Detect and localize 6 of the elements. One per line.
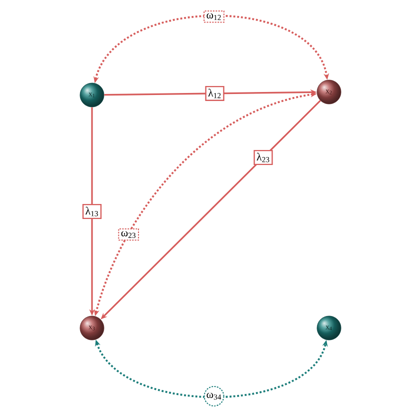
edge-label: ω$_{12}$ [204, 10, 224, 23]
edge-label: ω$_{34}$ [204, 386, 224, 406]
edge-label: ω$_{23}$ [118, 228, 139, 241]
edge-label: λ$_{13}$ [82, 204, 102, 220]
edge-label: λ$_{12}$ [205, 86, 224, 101]
edge-label: λ$_{23}$ [254, 150, 273, 166]
